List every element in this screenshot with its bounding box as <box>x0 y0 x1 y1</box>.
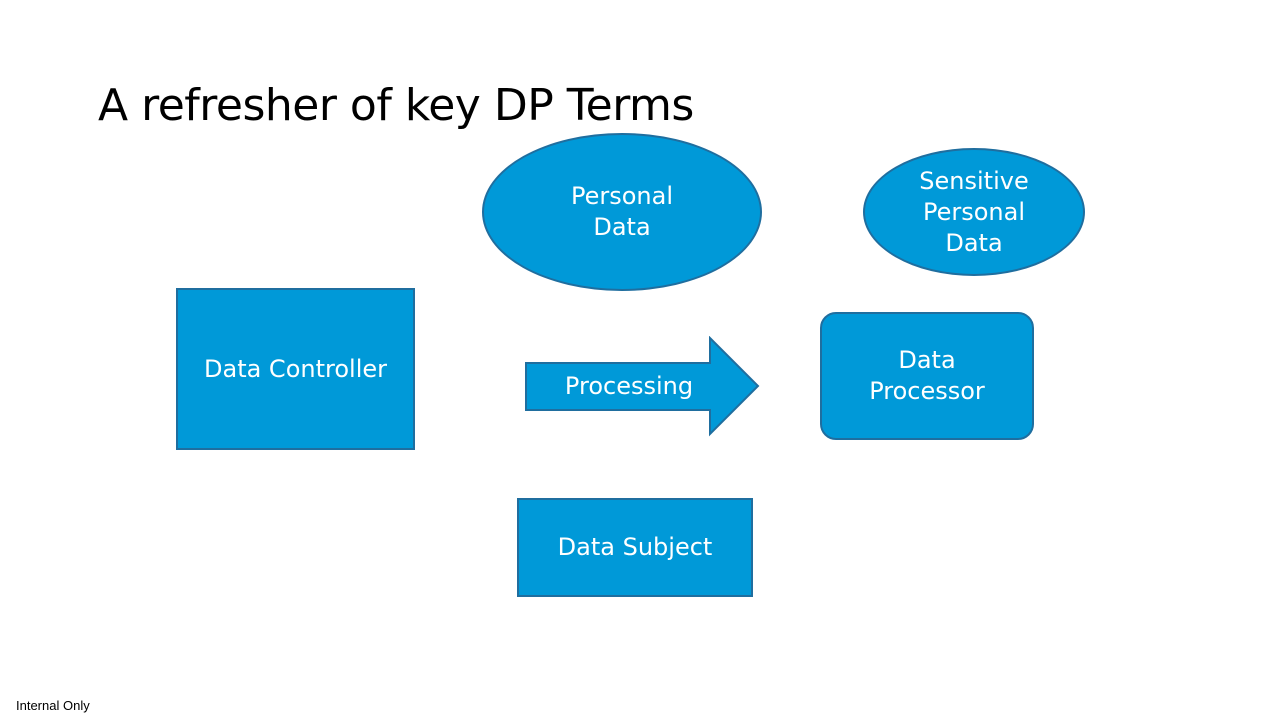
data-controller-box: Data Controller <box>176 288 415 450</box>
processing-arrow: Processing <box>524 336 762 438</box>
sensitive-personal-data-ellipse: Sensitive Personal Data <box>863 148 1085 276</box>
personal-data-label: Personal Data <box>570 182 674 241</box>
data-processor-label: Data Processor <box>869 346 985 405</box>
data-processor-box: Data Processor <box>820 312 1034 440</box>
sensitive-personal-data-label: Sensitive Personal Data <box>919 166 1029 257</box>
footer-classification: Internal Only <box>16 698 90 713</box>
personal-data-ellipse: Personal Data <box>482 133 762 291</box>
data-subject-label: Data Subject <box>557 533 713 561</box>
arrow-right-shape <box>525 336 760 437</box>
data-controller-label: Data Controller <box>204 354 387 383</box>
data-subject-box: Data Subject <box>517 498 753 597</box>
processing-label: Processing <box>564 372 694 400</box>
slide-title: A refresher of key DP Terms <box>98 80 694 131</box>
